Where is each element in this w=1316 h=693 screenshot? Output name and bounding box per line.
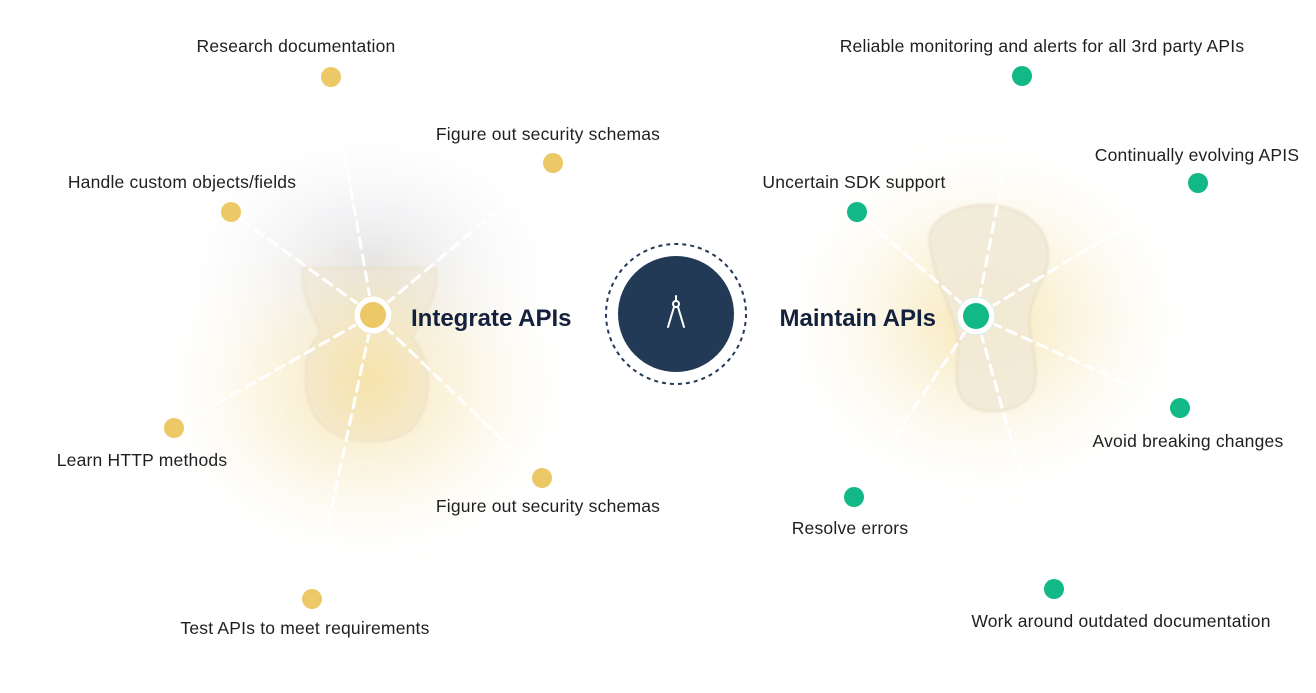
integrate-label-security-schemas-bottom: Figure out security schemas — [436, 496, 660, 516]
maintain-label-breaking-changes: Avoid breaking changes — [1093, 431, 1284, 451]
maintain-point-sdk-support[interactable] — [847, 202, 867, 222]
maintain-point-outdated-docs[interactable] — [1044, 579, 1064, 599]
maintain-connector-monitoring — [974, 74, 1024, 318]
integrate-point-security-schemas-top[interactable] — [543, 153, 563, 173]
maintain-point-monitoring[interactable] — [1012, 66, 1032, 86]
integrate-point-http-methods[interactable] — [164, 418, 184, 438]
maintain-label-monitoring: Reliable monitoring and alerts for all 3… — [840, 36, 1245, 56]
integrate-connector-security-schemas-bottom — [371, 313, 544, 480]
maintain-connector-resolve-errors — [852, 314, 978, 499]
maintain-connectors — [852, 74, 1200, 591]
maintain-hub-dot — [963, 303, 989, 329]
integrate-hub[interactable] — [353, 295, 393, 335]
integrate-label-custom-objects: Handle custom objects/fields — [68, 172, 296, 192]
integrate-connector-security-schemas-top — [371, 161, 555, 317]
maintain-point-resolve-errors[interactable] — [844, 487, 864, 507]
integrate-points — [164, 67, 563, 609]
integrate-point-security-schemas-bottom[interactable] — [532, 468, 552, 488]
maintain-label-outdated-docs: Work around outdated documentation — [971, 611, 1270, 631]
integrate-label-security-schemas-top: Figure out security schemas — [436, 124, 660, 144]
integrate-point-research-documentation[interactable] — [321, 67, 341, 87]
integrate-label-test-apis: Test APIs to meet requirements — [180, 618, 429, 638]
integrate-point-custom-objects[interactable] — [221, 202, 241, 222]
integrate-connector-custom-objects — [229, 210, 375, 317]
maintain-connector-breaking-changes — [974, 314, 1182, 410]
maintain-connector-evolving-apis — [974, 181, 1200, 318]
integrate-hub-dot — [360, 302, 386, 328]
maintain-label-evolving-apis: Continually evolving APIS — [1095, 145, 1299, 165]
maintain-label-resolve-errors: Resolve errors — [792, 518, 909, 538]
integrate-connector-http-methods — [172, 313, 375, 430]
integrate-point-test-apis[interactable] — [302, 589, 322, 609]
maintain-point-breaking-changes[interactable] — [1170, 398, 1190, 418]
maintain-hub[interactable] — [956, 296, 996, 336]
center-disc — [618, 256, 734, 372]
integrate-connector-research-documentation — [329, 75, 375, 317]
compass-icon — [667, 295, 685, 328]
integrate-connector-test-apis — [310, 313, 375, 601]
maintain-connector-sdk-support — [855, 210, 978, 318]
integrate-label-http-methods: Learn HTTP methods — [57, 450, 228, 470]
maintain-label-sdk-support: Uncertain SDK support — [762, 172, 945, 192]
integrate-connectors — [172, 75, 555, 601]
center-badge — [605, 243, 747, 385]
maintain-title: Maintain APIs — [780, 305, 936, 332]
lightbulb-illustration-left — [301, 267, 438, 443]
integrate-label-research-documentation: Research documentation — [197, 36, 396, 56]
integrate-glow — [135, 115, 595, 580]
maintain-points — [844, 66, 1208, 599]
maintain-connector-outdated-docs — [974, 314, 1056, 591]
maintain-point-evolving-apis[interactable] — [1188, 173, 1208, 193]
integrate-title: Integrate APIs — [411, 305, 572, 332]
